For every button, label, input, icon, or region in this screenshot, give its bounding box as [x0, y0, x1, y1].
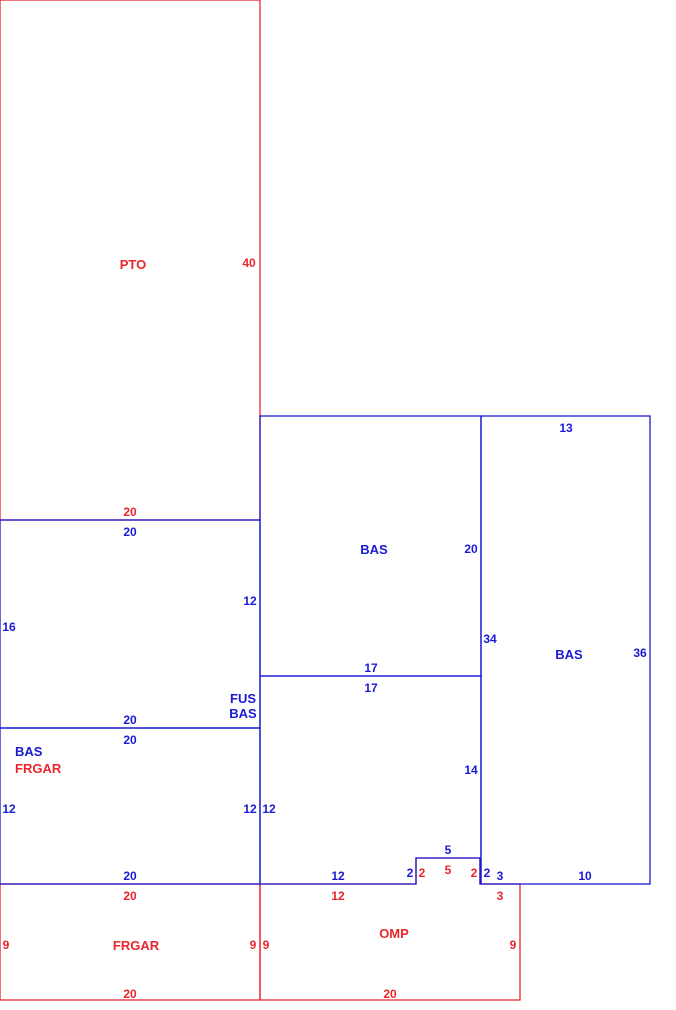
frgar-area: FRGAR 20 9 9 20 — [0, 883, 261, 1001]
omp-top-right-dimension: 3 — [497, 889, 504, 903]
bas-right-top-dimension: 13 — [559, 421, 573, 435]
bas-left-upper-bottom-dimension: 20 — [123, 713, 137, 727]
bas-frgar-area: BAS FRGAR 20 12 12 20 — [0, 727, 261, 885]
fus-bas-label-bas: BAS — [229, 706, 257, 721]
bas-middle-area: BAS 20 17 — [259, 415, 482, 677]
bas-frgar-label-bas: BAS — [15, 744, 43, 759]
frgar-right-dimension: 9 — [250, 938, 257, 952]
bas-left-upper-left-dimension: 16 — [2, 620, 16, 634]
bas-frgar-left-dimension: 12 — [2, 802, 16, 816]
fus-bas-top-dimension: 17 — [364, 681, 378, 695]
bas-middle-right-dimension: 20 — [464, 542, 478, 556]
pto-label: PTO — [120, 257, 147, 272]
bas-frgar-top-dimension: 20 — [123, 733, 137, 747]
fus-bas-step-right-dimension: 2 — [484, 866, 491, 880]
fus-bas-label-fus: FUS — [230, 691, 256, 706]
bas-right-bottom-right-dimension: 10 — [578, 869, 592, 883]
frgar-top-dimension: 20 — [123, 889, 137, 903]
omp-step-left-dimension: 2 — [419, 866, 426, 880]
bas-middle-label: BAS — [360, 542, 388, 557]
bas-right-area: BAS 13 34 36 3 10 — [480, 415, 651, 885]
omp-label: OMP — [379, 926, 409, 941]
fus-bas-step-top-dimension: 5 — [445, 843, 452, 857]
fus-bas-bottom-dimension: 12 — [331, 869, 345, 883]
fus-bas-step-left-dimension: 2 — [407, 866, 414, 880]
bas-left-upper-area: 20 16 12 20 — [0, 519, 261, 729]
omp-step-right-dimension: 2 — [471, 866, 478, 880]
bas-right-left-dimension: 34 — [483, 632, 497, 646]
fus-bas-area: FUS BAS 17 14 12 12 2 5 2 — [229, 675, 491, 885]
bas-frgar-bottom-dimension: 20 — [123, 869, 137, 883]
omp-bottom-dimension: 20 — [383, 987, 397, 1001]
pto-area: PTO 40 20 — [0, 0, 261, 521]
pto-side-dimension: 40 — [242, 256, 256, 270]
frgar-left-dimension: 9 — [3, 938, 10, 952]
frgar-label: FRGAR — [113, 938, 160, 953]
bas-right-right-dimension: 36 — [633, 646, 647, 660]
omp-top-left-dimension: 12 — [331, 889, 345, 903]
bas-left-upper-right-dimension: 12 — [243, 594, 257, 608]
bas-middle-bottom-dimension: 17 — [364, 661, 378, 675]
omp-left-dimension: 9 — [263, 938, 270, 952]
bas-frgar-label-frgar: FRGAR — [15, 761, 62, 776]
pto-bottom-dimension: 20 — [123, 505, 137, 519]
fus-bas-right-dimension: 14 — [464, 763, 478, 777]
bas-right-label: BAS — [555, 647, 583, 662]
frgar-bottom-dimension: 20 — [123, 987, 137, 1001]
bas-right-bottom-left-dimension: 3 — [497, 869, 504, 883]
omp-right-dimension: 9 — [510, 938, 517, 952]
bas-frgar-right-dimension: 12 — [243, 802, 257, 816]
omp-step-top-dimension: 5 — [445, 863, 452, 877]
fus-bas-left-dimension: 12 — [262, 802, 276, 816]
bas-left-upper-top-dimension: 20 — [123, 525, 137, 539]
